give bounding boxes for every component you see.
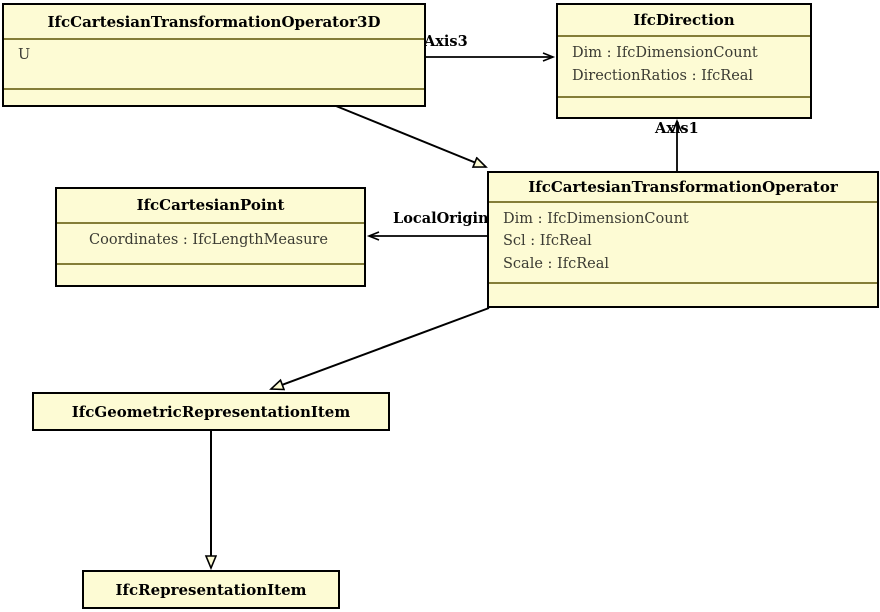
class-name-ifc-cartesian-point: IfcCartesianPoint <box>136 196 285 215</box>
attribute-row: Coordinates : IfcLengthMeasure <box>89 231 328 248</box>
compartment-divider <box>57 221 364 224</box>
class-box-ifc-geometric-representation-item[interactable]: IfcGeometricRepresentationItem <box>32 392 390 431</box>
class-operations-ifc-direction <box>558 98 810 117</box>
attribute-row: U <box>18 47 31 63</box>
class-box-ifc-cartesian-transformation-operator-3d[interactable]: IfcCartesianTransformationOperator3D U <box>2 3 426 107</box>
class-attributes-ifc-cartesian-transformation-operator-3d: U <box>4 40 424 88</box>
class-box-ifc-direction[interactable]: IfcDirection Dim : IfcDimensionCount Dir… <box>556 3 812 119</box>
attribute-row: Dim : IfcDimensionCount <box>503 210 689 227</box>
class-name-ifc-cartesian-transformation-operator-3d: IfcCartesianTransformationOperator3D <box>47 12 381 31</box>
attribute-row: DirectionRatios : IfcReal <box>572 67 754 84</box>
edge-label-axis3: Axis3 <box>424 33 468 50</box>
compartment-divider <box>4 38 424 40</box>
class-operations-ifc-cartesian-point <box>57 265 364 285</box>
compartment-divider <box>558 35 810 38</box>
class-attributes-ifc-cartesian-point: Coordinates : IfcLengthMeasure <box>57 224 364 263</box>
edge-generalization-operator-to-geomitem <box>271 307 490 389</box>
class-name-ifc-direction: IfcDirection <box>633 11 735 30</box>
class-attributes-ifc-direction: Dim : IfcDimensionCount DirectionRatios … <box>558 37 810 96</box>
compartment-divider <box>57 263 364 265</box>
class-name-ifc-representation-item: IfcRepresentationItem <box>115 580 307 599</box>
class-name-ifc-geometric-representation-item: IfcGeometricRepresentationItem <box>71 402 351 421</box>
attribute-row: Dim : IfcDimensionCount <box>572 45 758 62</box>
class-name-ifc-cartesian-transformation-operator: IfcCartesianTransformationOperator <box>528 177 838 196</box>
attribute-row: Scl : IfcReal <box>503 233 592 250</box>
edge-generalization-3d-to-operator <box>335 105 486 168</box>
compartment-divider <box>489 200 877 203</box>
compartment-divider <box>4 88 424 90</box>
class-operations-ifc-cartesian-transformation-operator <box>489 284 877 306</box>
class-box-ifc-cartesian-transformation-operator[interactable]: IfcCartesianTransformationOperator Dim :… <box>487 171 879 308</box>
class-operations-ifc-cartesian-transformation-operator-3d <box>4 90 424 105</box>
compartment-divider <box>489 282 877 284</box>
class-box-ifc-representation-item[interactable]: IfcRepresentationItem <box>82 570 340 609</box>
compartment-divider <box>558 96 810 98</box>
class-box-ifc-cartesian-point[interactable]: IfcCartesianPoint Coordinates : IfcLengt… <box>55 187 366 287</box>
attribute-row: Scale : IfcReal <box>503 255 610 272</box>
edge-label-axis1: Axis1 <box>655 120 699 137</box>
class-attributes-ifc-cartesian-transformation-operator: Dim : IfcDimensionCount Scl : IfcReal Sc… <box>489 203 877 282</box>
edge-label-localorigin: LocalOrigin <box>393 210 489 227</box>
